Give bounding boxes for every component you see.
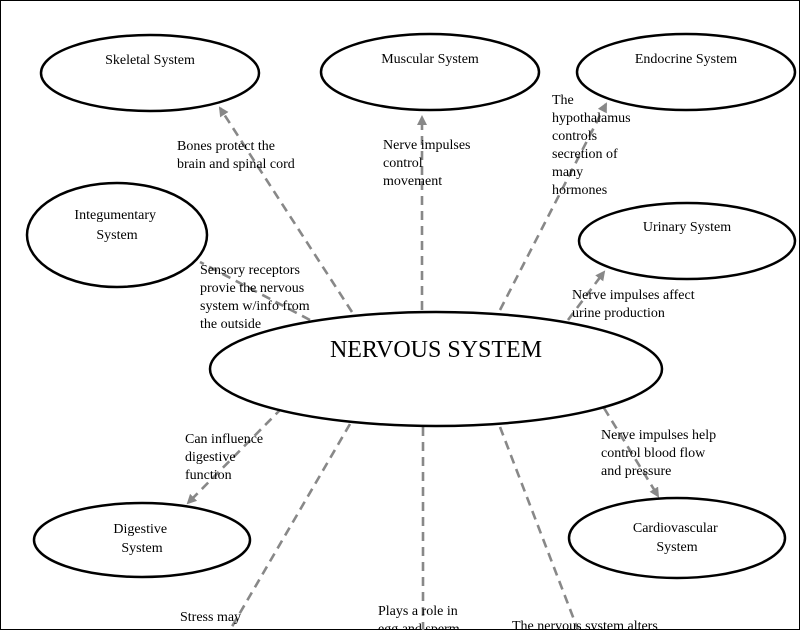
node-integumentary-label: Integumentary System xyxy=(74,208,159,243)
connector-endocrine xyxy=(498,102,608,311)
node-urinary-label: Urinary System xyxy=(643,220,731,235)
node-skeletal-label: Skeletal System xyxy=(105,53,195,68)
label-digestive: Can influence digestive function xyxy=(185,432,267,483)
connector-respiratory xyxy=(498,426,580,630)
node-nervous-system: NERVOUS SYSTEM xyxy=(208,310,664,428)
label-reproductive: Plays a role in egg and sperm xyxy=(378,604,461,630)
label-muscular: Nerve impulses control movement xyxy=(383,138,474,189)
connector-integumentary xyxy=(199,260,311,322)
connectors xyxy=(186,102,660,630)
node-digestive-system: Digestive System xyxy=(32,501,252,579)
node-endocrine-system: Endocrine System xyxy=(575,32,797,112)
node-endocrine-label: Endocrine System xyxy=(635,52,737,67)
node-nervous-system-label: NERVOUS SYSTEM xyxy=(330,337,542,363)
node-muscular-label: Muscular System xyxy=(381,52,479,67)
node-cardiovascular-label: Cardiovascular System xyxy=(633,521,721,555)
label-skeletal: Bones protect the brain and spinal cord xyxy=(177,139,295,172)
label-endocrine: The hypothalamus controls secretion of m… xyxy=(552,93,634,198)
node-integumentary-system: Integumentary System xyxy=(25,181,209,289)
connector-skeletal xyxy=(218,106,354,313)
label-stress: Stress may impair xyxy=(180,610,245,630)
node-cardiovascular-system: Cardiovascular System xyxy=(567,496,787,580)
connector-urinary xyxy=(566,270,606,321)
label-respiratory: The nervous system alters xyxy=(512,619,658,630)
node-skeletal-system: Skeletal System xyxy=(39,33,261,113)
node-urinary-system: Urinary System xyxy=(577,201,797,281)
connector-cardiovascular xyxy=(602,407,660,498)
node-digestive-label: Digestive System xyxy=(113,522,170,556)
label-urinary: Nerve impulses affect urine production xyxy=(572,288,698,321)
connector-digestive xyxy=(186,407,283,505)
label-cardiovascular: Nerve impulses help control blood flow a… xyxy=(601,428,720,479)
label-integumentary: Sensory receptors provie the nervous sys… xyxy=(200,263,313,332)
node-muscular-system: Muscular System xyxy=(319,32,541,112)
connector-stress xyxy=(228,423,352,630)
